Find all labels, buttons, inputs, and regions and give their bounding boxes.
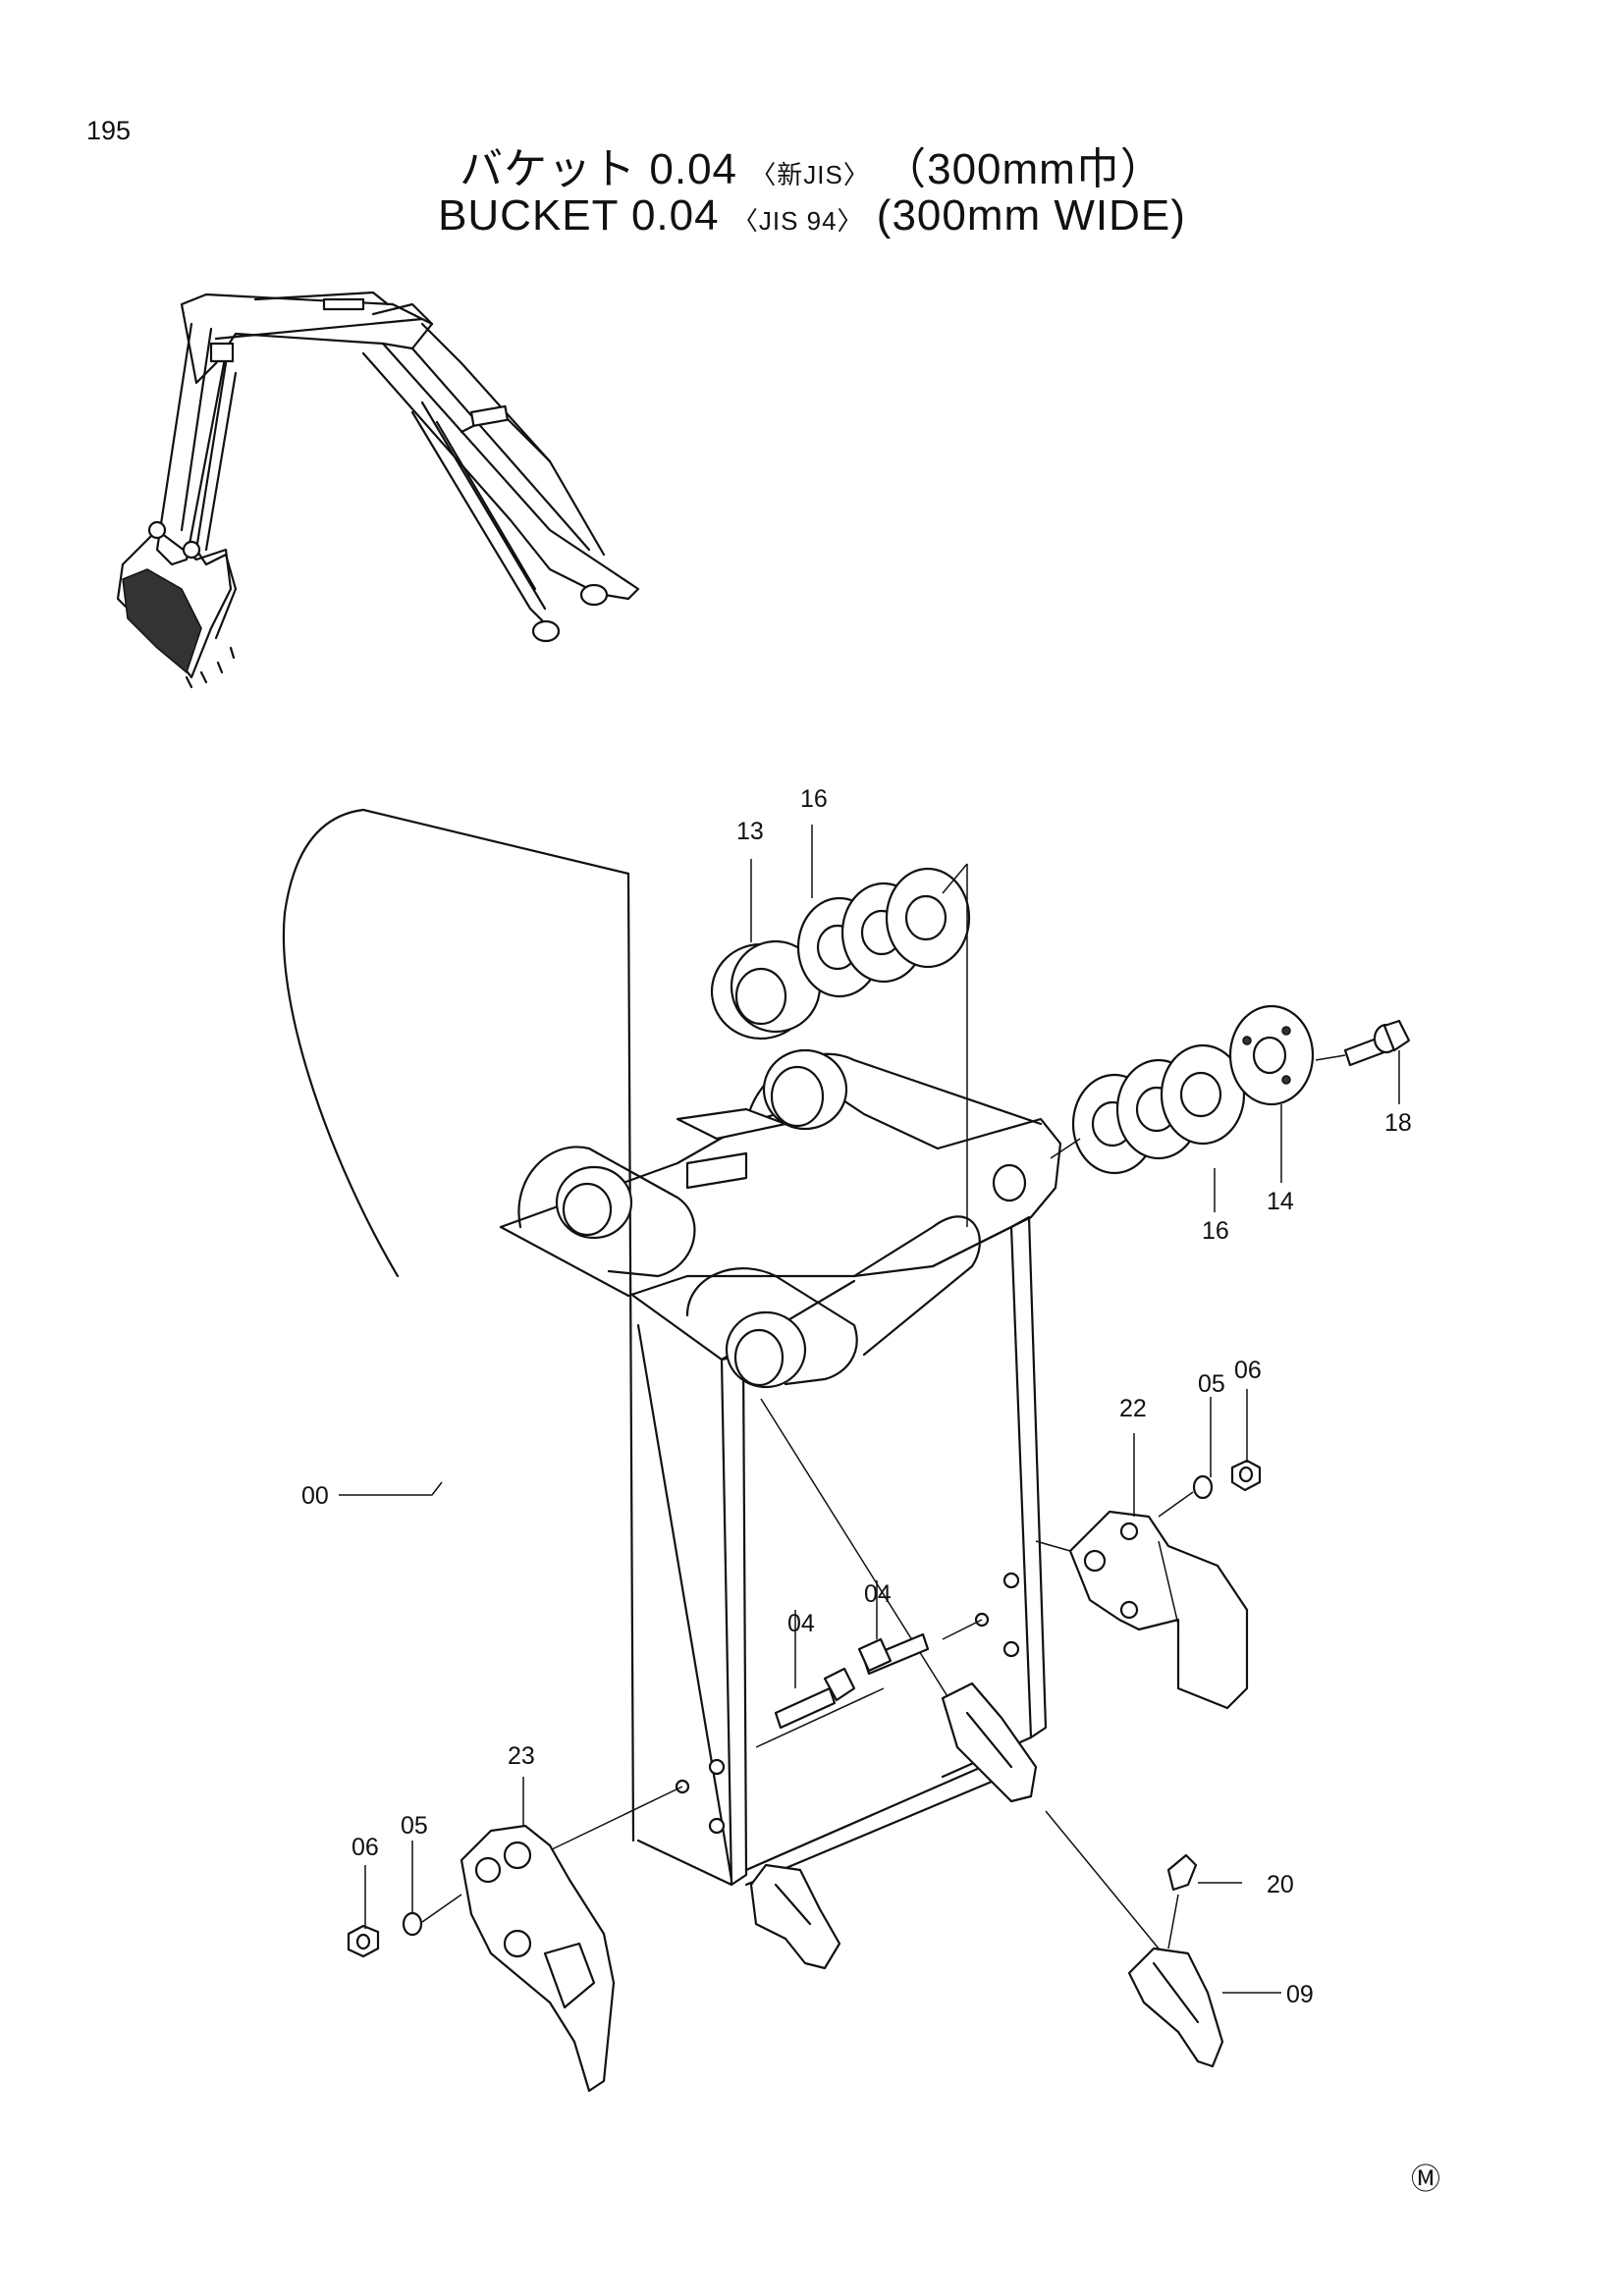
- title-english: BUCKET 0.04 〈JIS 94〉 (300mm WIDE): [0, 191, 1624, 240]
- callout-23: 23: [508, 1742, 535, 1770]
- callout-16-upper: 16: [800, 785, 828, 813]
- plate-14: [1228, 1004, 1315, 1106]
- footer-mark: Ⓜ: [1411, 2163, 1440, 2196]
- nut-06-left: [347, 1924, 380, 1958]
- title-ja-width: （300mm巾）: [883, 145, 1164, 193]
- callout-04-right: 04: [864, 1580, 892, 1608]
- callout-09: 09: [1286, 1981, 1314, 2008]
- callout-06-right: 06: [1234, 1357, 1262, 1384]
- bolts-04: [774, 1632, 930, 1730]
- pin-20: [1166, 1853, 1198, 1892]
- callout-22: 22: [1119, 1395, 1147, 1422]
- title-ja-main: バケット 0.04: [460, 145, 738, 193]
- callout-labels: 00 13 16 16 14 18 22 05 06 04 04 23 05 0…: [301, 785, 1412, 2008]
- callout-06-left: 06: [352, 1834, 379, 1861]
- title-ja-spec: 〈新JIS〉: [750, 160, 870, 189]
- washer-05-right: [1192, 1474, 1214, 1500]
- side-cutter-22: [1068, 1510, 1249, 1710]
- bucket-body: [282, 808, 1062, 1887]
- bucket-teeth: [749, 1682, 1038, 1970]
- bushing-13: [710, 939, 822, 1041]
- callout-18: 18: [1384, 1109, 1412, 1137]
- callout-05-right: 05: [1198, 1370, 1225, 1398]
- title-en-main: BUCKET 0.04: [438, 191, 720, 240]
- callout-20: 20: [1267, 1871, 1294, 1898]
- callout-16-lower: 16: [1202, 1217, 1229, 1245]
- shims-16-upper: [796, 867, 971, 998]
- leader-lines: [339, 825, 1400, 1994]
- callout-04-left: 04: [787, 1610, 815, 1637]
- side-cutter-23: [460, 1824, 616, 2093]
- washer-05-left: [402, 1911, 423, 1937]
- page-number: 195: [86, 116, 132, 145]
- tooth-09: [1127, 1947, 1224, 2068]
- callout-13: 13: [736, 818, 764, 845]
- callout-14: 14: [1267, 1188, 1294, 1215]
- shims-16-lower: [1071, 1043, 1246, 1175]
- nut-06-right: [1230, 1459, 1262, 1492]
- callout-00: 00: [301, 1482, 329, 1510]
- title-en-width: (300mm WIDE): [876, 191, 1186, 240]
- title-en-spec: 〈JIS 94〉: [731, 206, 864, 236]
- callout-05-left: 05: [401, 1812, 428, 1840]
- bolt-18: [1343, 1019, 1411, 1067]
- title-japanese: バケット 0.04 〈新JIS〉 （300mm巾）: [0, 133, 1624, 196]
- excavator-arm-illustration: [116, 291, 640, 689]
